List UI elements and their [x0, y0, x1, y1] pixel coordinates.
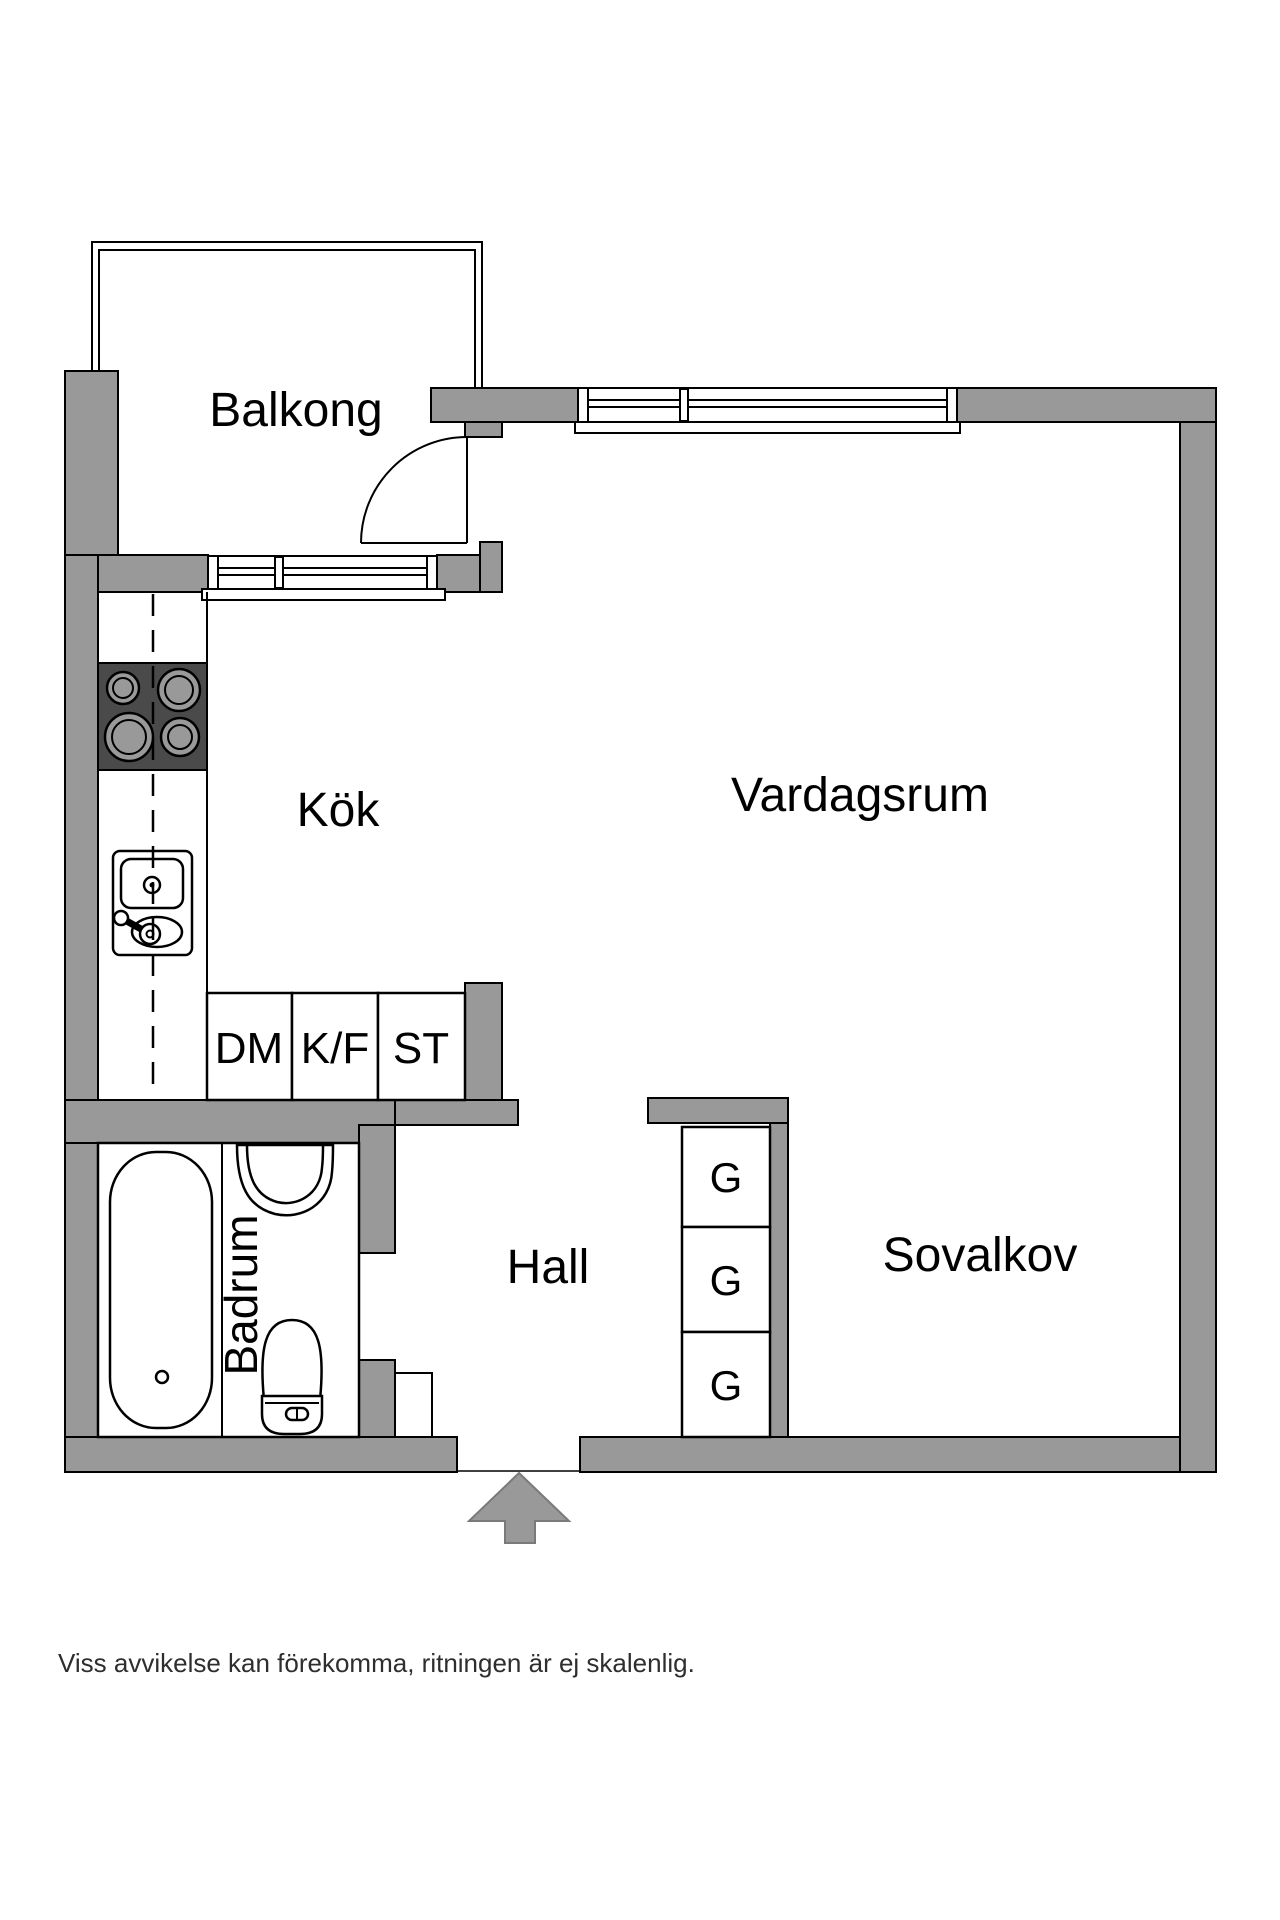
- window-kitchen-icon: [201, 555, 446, 601]
- wall-right: [1179, 387, 1217, 1473]
- wardrobe-label: G: [710, 1257, 743, 1304]
- balcony-door-icon: [360, 436, 468, 544]
- washbasin-icon: [235, 1143, 335, 1217]
- wall-kitchen-bottom: [394, 1099, 519, 1126]
- basin-outline: [235, 1143, 335, 1217]
- bathtub-outline: [108, 1150, 214, 1430]
- wall-bottom-left: [64, 1436, 458, 1473]
- basin-inner: [245, 1144, 325, 1205]
- balcony-railing-icon: [91, 241, 483, 388]
- railing-outer-line: [91, 241, 483, 388]
- room-labels: Balkong Kök Vardagsrum Hall Sovalkov Bad…: [209, 384, 1077, 1376]
- entrance: [457, 1470, 580, 1544]
- wall-top-right: [956, 387, 1217, 423]
- bathroom-door-leaf: [394, 1372, 433, 1438]
- railing-inner-line: [98, 249, 476, 388]
- storage-label: ST: [393, 1024, 449, 1073]
- wall-bathroom-hall-lower: [358, 1359, 396, 1438]
- room-label-balcony: Balkong: [209, 384, 382, 437]
- kitchen-fixtures: DM K/F ST: [97, 592, 467, 1102]
- window-frame: [207, 555, 438, 590]
- bathtub-icon: [108, 1150, 214, 1430]
- fridge-freezer-label: K/F: [301, 1024, 369, 1073]
- window-living-room-icon: [574, 387, 961, 434]
- faucet-base: [112, 909, 130, 927]
- wardrobe-box: [680, 1225, 772, 1334]
- wall-bathroom-hall-upper: [358, 1124, 396, 1254]
- burner: [159, 716, 201, 758]
- bathtub-drain: [154, 1369, 170, 1385]
- toilet-icon: [260, 1318, 324, 1436]
- window-frame: [577, 387, 958, 423]
- window-sill: [574, 421, 961, 434]
- wardrobe-box: [680, 1330, 772, 1439]
- window-divider: [274, 556, 284, 589]
- toilet-bowl: [261, 1318, 323, 1402]
- wall-left: [64, 554, 99, 1473]
- wardrobe-box: [680, 1125, 772, 1229]
- burner-ring: [164, 675, 194, 705]
- faucet-pivot: [138, 922, 162, 946]
- bathroom-fixtures: [96, 1141, 433, 1439]
- dishwasher-box: [205, 991, 294, 1102]
- room-label-kitchen: Kök: [297, 784, 381, 837]
- burner-ring: [167, 724, 193, 750]
- wall-closet-top: [647, 1097, 789, 1124]
- wall-balcony-step: [479, 541, 503, 593]
- window-divider: [679, 388, 689, 422]
- kitchen-units: DM K/F ST: [205, 991, 467, 1102]
- dishwasher-label: DM: [215, 1024, 283, 1073]
- wall-door-jamb: [464, 421, 503, 438]
- wall-balcony-bottom-left: [97, 554, 209, 593]
- wall-balcony-left: [64, 370, 119, 556]
- wall-bottom-right: [579, 1436, 1217, 1473]
- window-sill: [201, 588, 446, 601]
- entrance-arrow-icon: [466, 1471, 572, 1544]
- storage-box: [376, 991, 467, 1102]
- wardrobe-label: G: [710, 1154, 743, 1201]
- sink-drainboard: [130, 915, 184, 949]
- room-label-hall: Hall: [507, 1241, 590, 1294]
- room-label-sleeping-alcove: Sovalkov: [883, 1229, 1078, 1282]
- disclaimer-text: Viss avvikelse kan förekomma, ritningen …: [58, 1648, 695, 1678]
- room-label-bathroom: Badrum: [215, 1214, 267, 1375]
- wardrobe-column: G G G: [680, 1125, 772, 1439]
- room-label-living-room: Vardagsrum: [731, 769, 989, 822]
- wall-top-balcony-door: [430, 387, 579, 423]
- wall-closet-right: [769, 1122, 789, 1438]
- wardrobe-label: G: [710, 1362, 743, 1409]
- fridge-freezer-box: [290, 991, 380, 1102]
- door-swing-arc: [360, 436, 468, 544]
- burner: [105, 670, 141, 706]
- wall-storage-side: [464, 982, 503, 1101]
- burner-ring: [111, 719, 147, 755]
- wall-bathroom-top: [64, 1099, 396, 1144]
- burner-ring: [112, 677, 134, 699]
